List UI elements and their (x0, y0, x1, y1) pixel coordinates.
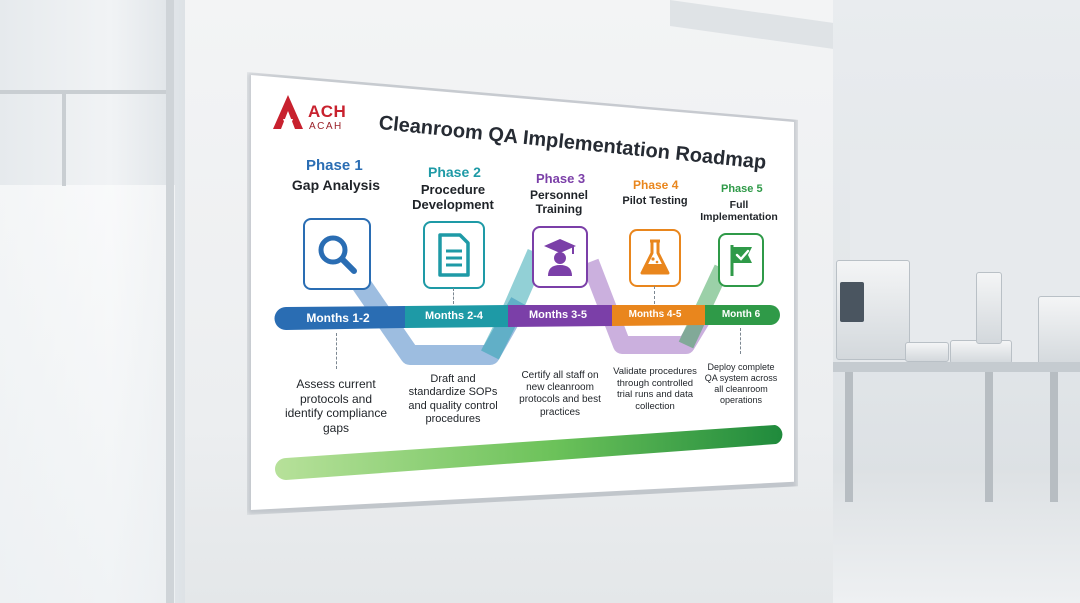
lab-instrument (1038, 296, 1080, 368)
lab-bench (833, 362, 1080, 372)
bench-leg (1050, 372, 1058, 502)
wall (185, 0, 835, 603)
glass-frame (0, 90, 166, 94)
glass-frame (166, 0, 174, 603)
frosted-glass (0, 185, 175, 603)
bench-leg (845, 372, 853, 502)
lab-floor (833, 470, 1080, 603)
lab-stand (976, 272, 1002, 344)
bench-leg (985, 372, 993, 502)
lab-instrument (905, 342, 949, 362)
incubator-window (840, 282, 864, 322)
glass-frame (62, 94, 66, 186)
